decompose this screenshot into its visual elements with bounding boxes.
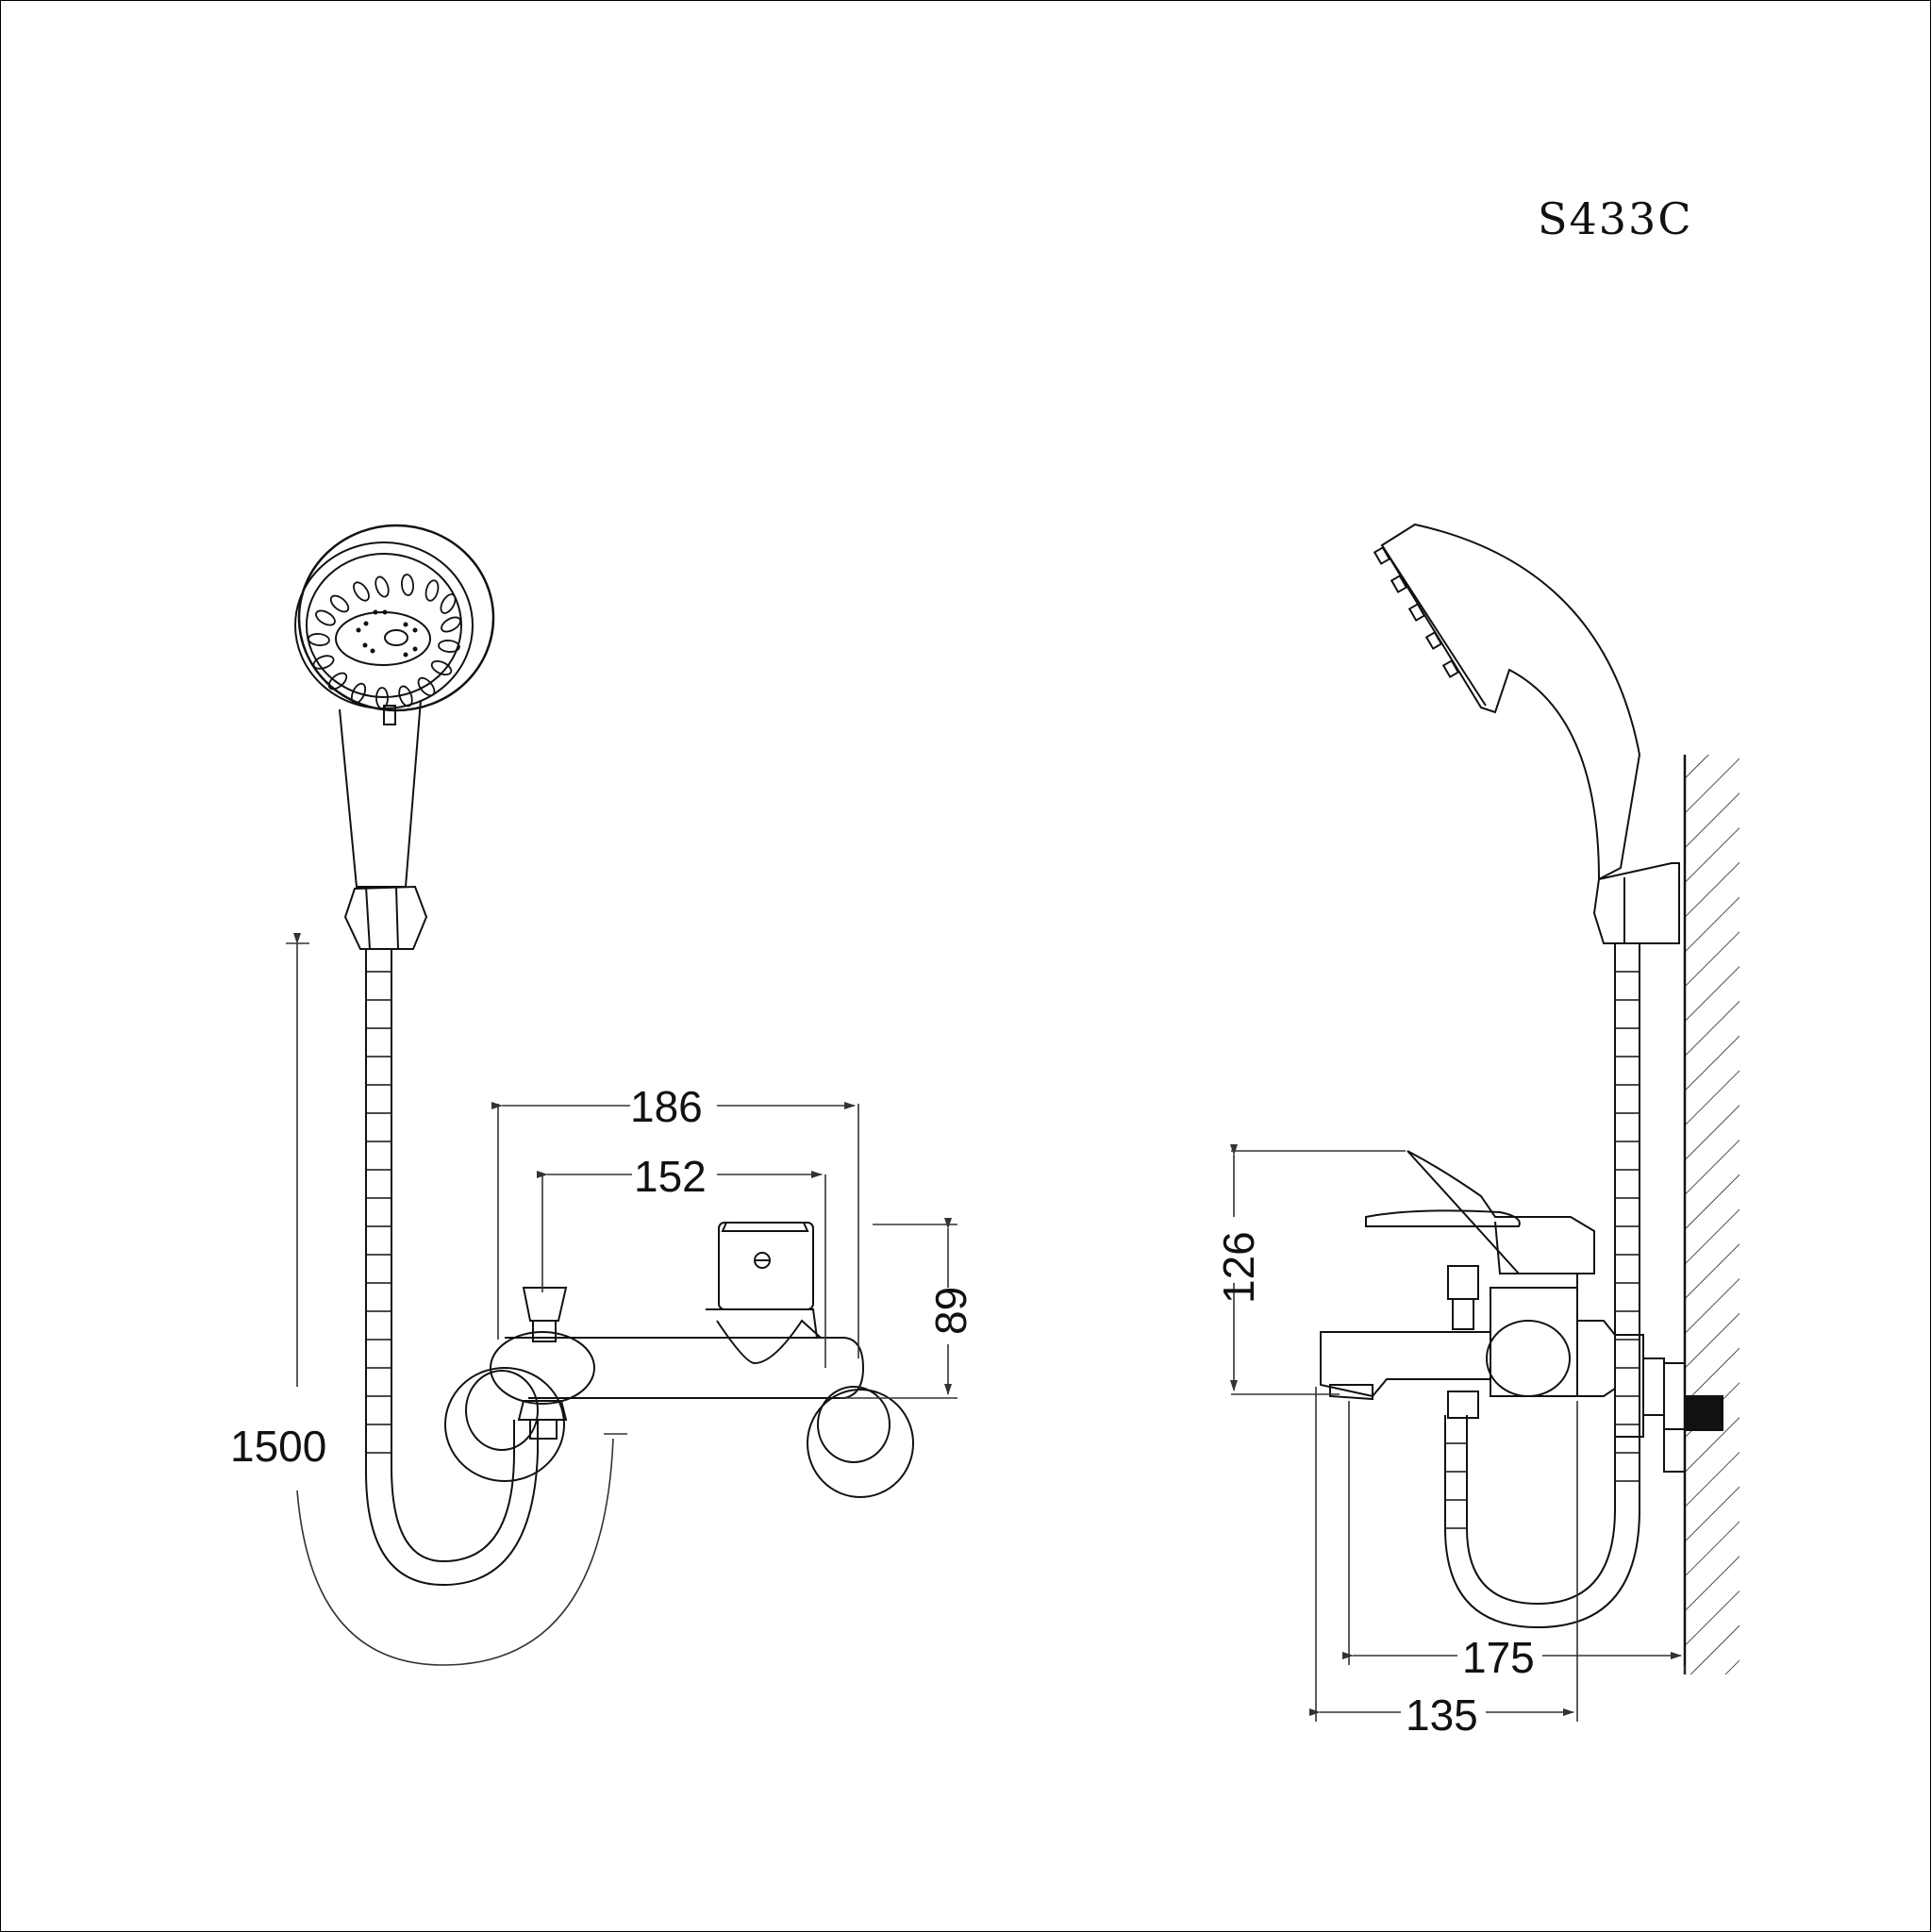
- dim-side-height: 126: [1214, 1231, 1263, 1304]
- wall-connector-side: [1614, 1334, 1723, 1473]
- wall-flanges-front: [444, 1367, 914, 1498]
- shower-holder-side: [1592, 862, 1680, 944]
- shower-hose-side: [1444, 943, 1640, 1629]
- dim-hose-length: 1500: [230, 1422, 327, 1471]
- shower-hose-front: [365, 949, 539, 1587]
- dim-front-height: 89: [926, 1286, 975, 1335]
- model-code: S433C: [1538, 193, 1693, 244]
- shower-handle-front: [339, 699, 422, 888]
- dim-overall-width: 186: [630, 1082, 703, 1131]
- shower-head-front: [294, 524, 495, 712]
- mixer-body-side: [1320, 1150, 1616, 1419]
- side-view: [1230, 523, 1740, 1722]
- front-view: [286, 524, 957, 1666]
- shower-holder-front: [343, 885, 428, 950]
- dim-projection-to-wall: 175: [1462, 1633, 1535, 1682]
- wall-hatch: [1685, 755, 1740, 1674]
- diverter-knob-front: [517, 1287, 568, 1440]
- dim-center-distance: 152: [634, 1152, 707, 1201]
- dim-spout-length: 135: [1406, 1690, 1478, 1740]
- shower-head-side: [1373, 523, 1641, 881]
- mixer-body-front: [490, 1222, 865, 1405]
